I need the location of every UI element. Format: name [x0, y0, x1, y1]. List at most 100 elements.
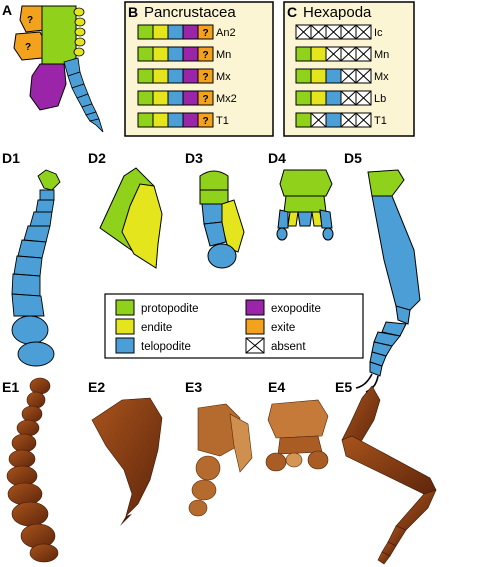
- panel-b-cell-r1-c4-exite: [197, 46, 214, 62]
- d1-antenna-diagram: [11, 169, 61, 367]
- panel-c-cell-r3-c1-endite: [310, 90, 327, 106]
- panel-c-cell-row-label: T1: [374, 115, 387, 127]
- panel-b-title: Pancrustacea: [144, 4, 236, 21]
- panel-c-cell-r4-c3-cross-b: [340, 112, 357, 128]
- panel-b-cell-r2-c4-exite: [197, 68, 214, 84]
- panel-label-e1: E1: [2, 379, 19, 395]
- panel-c-cell-r0-c2-cross-b: [325, 24, 342, 40]
- panel-label-d1: D1: [2, 150, 20, 166]
- panel-c-cell-r1-c1-endite: [310, 46, 327, 62]
- legend: protopodite exopodite endite exite telopodit…: [104, 293, 364, 359]
- e1-antenna-photo: [6, 377, 59, 563]
- panel-b-cell-row-label: Mx: [216, 71, 231, 83]
- panel-b-cell-r0-c4-question: ?: [203, 28, 209, 39]
- panel-label-d2: D2: [88, 150, 106, 166]
- panel-c-cell-r4-c1-cross-b: [310, 112, 327, 128]
- panel-c-cell-r0-c1-cross-b: [310, 24, 327, 40]
- panel-label-e2: E2: [88, 379, 105, 395]
- panel-b-cell-r2-c0-protopodite: [137, 68, 154, 84]
- panel-c-cell-r2-c1-endite: [310, 68, 327, 84]
- legend-swatch-absent-cross-b: [245, 337, 265, 354]
- panel-c-cell-row-label: Mn: [374, 49, 389, 61]
- panel-b-cell-r4-c4-exite: [197, 112, 214, 128]
- panel-c-cell-r4-c2-telopodite: [325, 112, 342, 128]
- d5-leg-diagram: [355, 169, 421, 393]
- panel-c-cell-row-label: Lb: [374, 93, 386, 105]
- panel-b-cell-r0-c0-protopodite: [137, 24, 154, 40]
- panel-b-cell-r4-c1-endite: [152, 112, 169, 128]
- panel-b-cell-r3-c1-endite: [152, 90, 169, 106]
- legend-swatch-exopodite-exopodite: [245, 299, 265, 316]
- panel-c-cell-r3-c3-cross-b: [340, 90, 357, 106]
- panel-label-d3: D3: [185, 150, 203, 166]
- panel-c-cell-row-label: Mx: [374, 71, 389, 83]
- panel-c-cell-r0-c3-cross-b: [340, 24, 357, 40]
- panel-c-cell-r1-c4-cross-b: [355, 46, 372, 62]
- legend-label-exopodite: exopodite: [271, 303, 321, 315]
- telopodite-segments: [63, 57, 104, 133]
- panel-c-cell-r3-c0-protopodite: [295, 90, 312, 106]
- d5-protopodite: [367, 169, 405, 197]
- legend-swatch-exite-exite: [245, 318, 265, 335]
- panel-label-c: C: [287, 4, 297, 20]
- panel-b-cell-r3-c4-question: ?: [203, 94, 209, 105]
- panel-b-cell-r3-c0-protopodite: [137, 90, 154, 106]
- exite-question-upper: ?: [27, 15, 33, 26]
- panel-c-cell-r4-c4-cross-b: [355, 112, 372, 128]
- panel-c-cell-r0-c4-cross-b: [355, 24, 372, 40]
- e2-mandible-photo: [91, 397, 163, 526]
- panel-c-cell-r2-c3-cross-b: [340, 68, 357, 84]
- panel-b-cell-r2-c1-endite: [152, 68, 169, 84]
- panel-c-cell-r2-c2-telopodite: [325, 68, 342, 84]
- panel-b-pancrustacea: B Pancrustacea ?An2?Mn?Mx?Mx2?T1: [124, 1, 274, 137]
- panel-c-cell-r3-c4-cross-b: [355, 90, 372, 106]
- d1-base-protopodite: [37, 169, 61, 191]
- d2-mandible-diagram: [99, 167, 163, 269]
- panel-c-cell-r2-c0-protopodite: [295, 68, 312, 84]
- panel-c-cell-r1-c0-protopodite: [295, 46, 312, 62]
- panel-label-e3: E3: [185, 379, 202, 395]
- panel-b-cell-r0-c2-telopodite: [167, 24, 184, 40]
- legend-label-exite: exite: [271, 322, 295, 334]
- panel-b-cell-r2-c3-exopodite: [182, 68, 199, 84]
- d4-labium-diagram: [276, 169, 334, 241]
- e4-labium-photo: [265, 399, 329, 472]
- d3-protopodite: [199, 170, 229, 205]
- panel-label-d5: D5: [344, 150, 362, 166]
- legend-label-endite: endite: [141, 322, 172, 334]
- panel-b-cell-r4-c3-exopodite: [182, 112, 199, 128]
- panel-b-cell-r4-c2-telopodite: [167, 112, 184, 128]
- panel-b-cell-r0-c3-exopodite: [182, 24, 199, 40]
- d2-endite: [121, 183, 163, 269]
- legend-label-protopodite: protopodite: [141, 303, 199, 315]
- panel-c-cell-r1-c3-cross-b: [340, 46, 357, 62]
- legend-label-absent: absent: [271, 341, 306, 353]
- panel-b-cell-r4-c4-question: ?: [203, 116, 209, 127]
- legend-swatch-endite-endite: [115, 318, 135, 335]
- panel-a-generalized-appendage: ? ?: [13, 5, 104, 133]
- panel-c-cell-r4-c0-protopodite: [295, 112, 312, 128]
- legend-swatch-protopodite-protopodite: [115, 299, 135, 316]
- panel-b-cell-r1-c4-question: ?: [203, 50, 209, 61]
- legend-swatch-telopodite-telopodite: [115, 337, 135, 354]
- panel-b-cell-row-label: An2: [216, 27, 236, 39]
- panel-c-cell-r3-c2-telopodite: [325, 90, 342, 106]
- endite-lobes: [73, 7, 86, 57]
- panel-b-cell-r0-c1-endite: [152, 24, 169, 40]
- legend-frame: [104, 293, 364, 359]
- legend-label-telopodite: telopodite: [141, 341, 191, 353]
- panel-b-cell-row-label: Mn: [216, 49, 231, 61]
- panel-b-cell-r3-c3-exopodite: [182, 90, 199, 106]
- panel-c-cell-r1-c2-cross-b: [325, 46, 342, 62]
- d4-prementum: [279, 169, 333, 197]
- panel-label-a: A: [2, 2, 12, 18]
- panel-b-cell-row-label: T1: [216, 115, 229, 127]
- panel-b-cell-r2-c4-question: ?: [203, 72, 209, 83]
- e3-maxilla-photo: [188, 403, 253, 517]
- panel-label-e5: E5: [335, 379, 352, 395]
- panel-label-e4: E4: [268, 379, 285, 395]
- d4-endite-left: [287, 211, 299, 227]
- panel-c-cell-r0-c0-cross-b: [295, 24, 312, 40]
